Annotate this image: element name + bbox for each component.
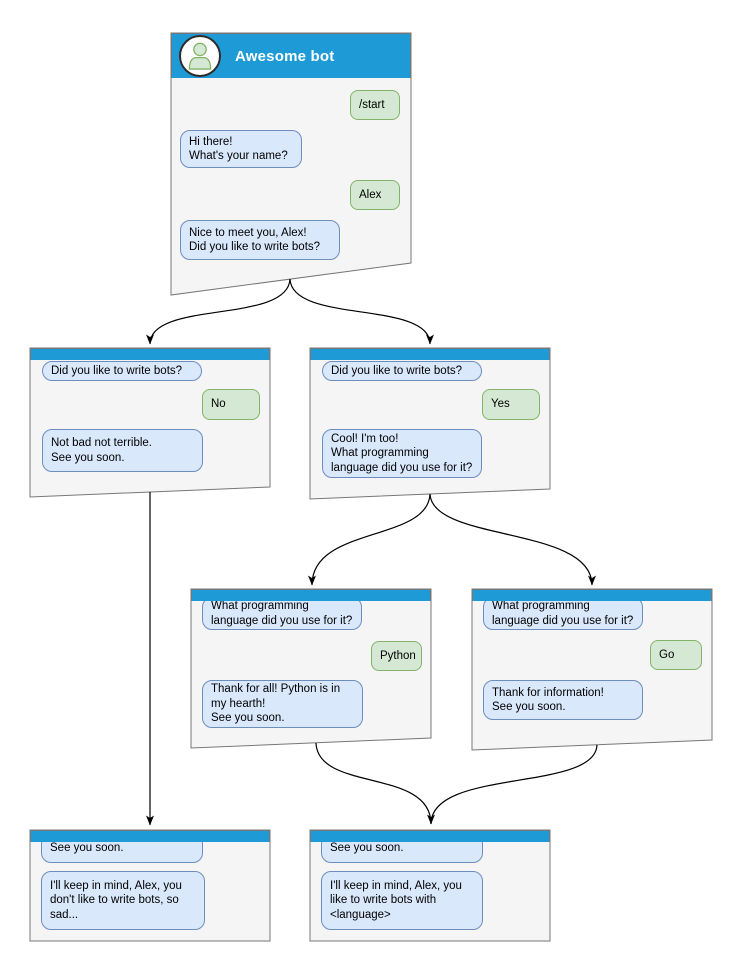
user-icon [188,42,212,70]
bot-message-bubble: I'll keep in mind, Alex, you don't like … [41,871,205,930]
chat-header-strip-end-yes [310,830,550,842]
bot-message-bubble: Not bad not terrible. See you soon. [42,429,203,472]
bot-message-bubble: Hi there! What's your name? [180,130,302,168]
user-message-bubble: Go [650,640,702,670]
bot-message-bubble: Nice to meet you, Alex! Did you like to … [180,220,340,260]
connector-yes-to-go [429,493,596,586]
bot-message-bubble: Did you like to write bots? [322,361,482,381]
bot-message-bubble: Thank for information! See you soon. [483,680,643,720]
user-message-bubble: No [202,389,260,420]
bot-message-bubble: What programming language did you use fo… [202,597,362,630]
chat-header-strip-python-branch [191,589,431,601]
bot-message-bubble: Did you like to write bots? [42,361,202,381]
bot-message-bubble: Cool! I'm too! What programming language… [322,429,482,478]
chat-header-strip-go-branch [472,589,712,601]
user-message-bubble: /start [350,90,400,120]
user-message-bubble: Yes [482,389,540,420]
user-message-bubble: Alex [350,180,400,210]
connector-python-to-end [315,742,435,825]
bot-message-bubble: I'll keep in mind, Alex, you like to wri… [321,871,483,930]
chat-header-strip-no-branch [30,348,270,360]
chat-header-strip-yes-branch [310,348,550,360]
bot-message-bubble: Thank for all! Python is in my hearth! S… [202,680,363,728]
bot-name-title: Awesome bot [235,47,335,65]
connector-root-to-no [146,278,291,345]
connector-yes-to-python [308,493,431,586]
chat-header-strip-end-no [30,830,270,842]
chat-header-root: Awesome bot [171,33,411,78]
connector-root-to-yes [289,278,434,345]
connector-go-to-end [430,744,598,825]
user-message-bubble: Python [371,641,422,671]
bot-avatar [179,35,221,77]
bot-message-bubble: What programming language did you use fo… [483,597,643,630]
